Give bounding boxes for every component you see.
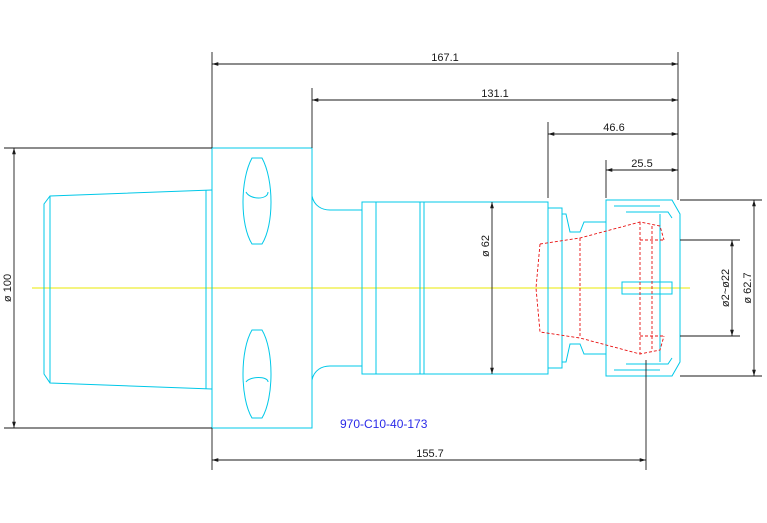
dim-body-diameter: ø 62 [480, 235, 492, 257]
step-section [547, 207, 563, 369]
part-number-label: 970-C10-40-173 [340, 417, 428, 431]
collet-nut [605, 199, 681, 377]
dim-length-25: 25.5 [631, 158, 652, 170]
dim-overall-length: 167.1 [431, 52, 459, 64]
dim-length-46: 46.6 [603, 122, 624, 134]
dim-flange-diameter: ø 100 [2, 274, 14, 302]
groove [562, 213, 606, 363]
collet-slot [621, 281, 673, 295]
dim-clamp-range: ø2~ø22 [720, 269, 732, 307]
taper-shank [43, 189, 213, 390]
dim-length-131: 131.1 [481, 88, 509, 100]
hidden-collet-lines [535, 221, 665, 355]
dimensions: 167.1 131.1 46.6 25.5 155.7 ø 100 ø 62 ø… [2, 52, 762, 470]
flange [211, 147, 313, 429]
keyway-upper [242, 157, 272, 245]
neck [311, 195, 363, 381]
dim-nut-diameter: ø 62.7 [742, 272, 754, 303]
tool-holder-outline [43, 147, 681, 429]
dim-bottom-length: 155.7 [416, 448, 444, 460]
body-section-2 [375, 201, 421, 375]
keyway-lower [242, 329, 272, 419]
